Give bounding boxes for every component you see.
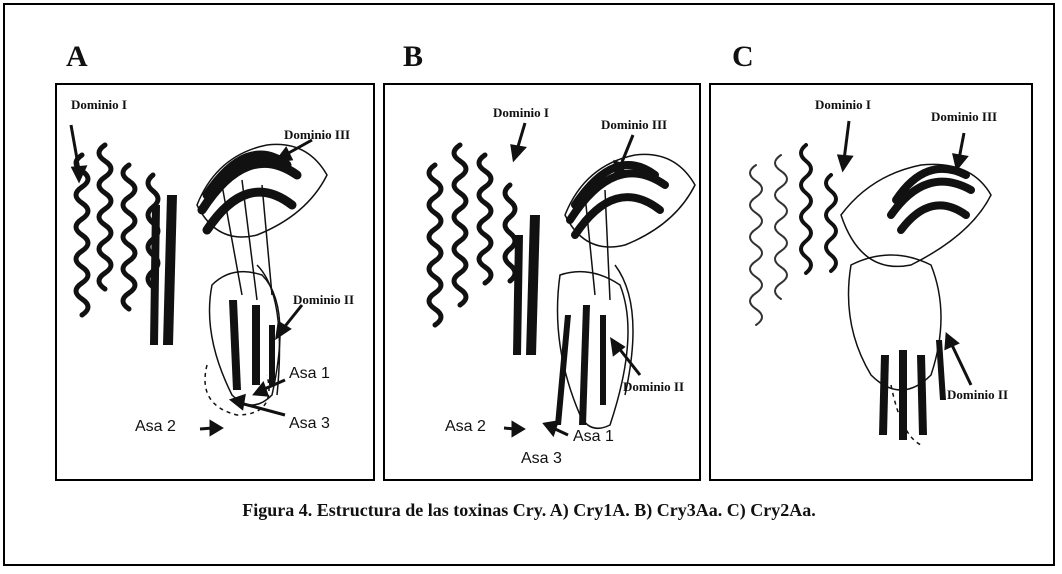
figure-caption: Figura 4. Estructura de las toxinas Cry.… xyxy=(0,500,1058,521)
label-domain-2: Dominio II xyxy=(293,292,354,308)
cry2aa-ribbon-diagram xyxy=(711,85,1031,479)
panel-letter-b: B xyxy=(403,40,423,74)
panel-letter-c: C xyxy=(732,40,754,74)
panel-b-cry3aa-structure: Dominio I Dominio III Dominio II Asa 2 A… xyxy=(383,83,701,481)
label-loop-3: Asa 3 xyxy=(521,450,562,468)
label-domain-1: Dominio I xyxy=(71,97,127,113)
label-domain-3: Dominio III xyxy=(931,109,997,125)
label-domain-2: Dominio II xyxy=(623,379,684,395)
label-loop-2: Asa 2 xyxy=(445,418,486,436)
label-domain-1: Dominio I xyxy=(493,105,549,121)
label-loop-3: Asa 3 xyxy=(289,415,330,433)
panel-letter-a: A xyxy=(66,40,88,74)
label-loop-1: Asa 1 xyxy=(573,428,614,446)
label-domain-2: Dominio II xyxy=(947,387,1008,403)
panel-a-cry1a-structure: Dominio I Dominio III Dominio II Asa 1 A… xyxy=(55,83,375,481)
panel-c-cry2aa-structure: Dominio I Dominio III Dominio II xyxy=(709,83,1033,481)
label-domain-1: Dominio I xyxy=(815,97,871,113)
label-loop-2: Asa 2 xyxy=(135,418,176,436)
label-loop-1: Asa 1 xyxy=(289,365,330,383)
label-domain-3: Dominio III xyxy=(284,127,350,143)
label-domain-3: Dominio III xyxy=(601,117,667,133)
cry3aa-ribbon-diagram xyxy=(385,85,699,479)
